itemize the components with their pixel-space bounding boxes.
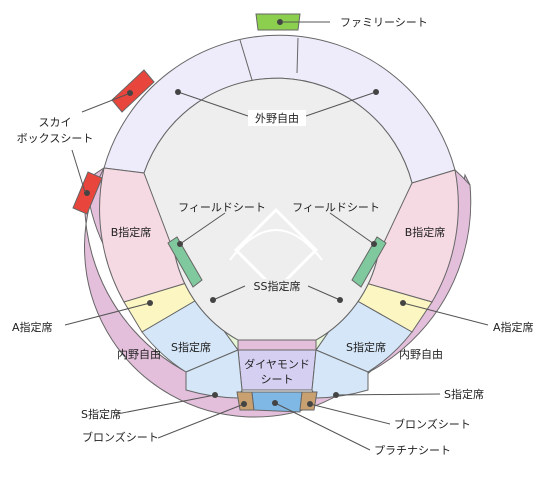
label-field-seat-left: フィールドシート — [178, 201, 266, 214]
label-a-reserved-right: A指定席 — [493, 320, 534, 334]
label-diamond-line1: ダイヤモンド — [244, 357, 310, 371]
label-infield-free-right: 内野自由 — [399, 347, 443, 361]
label-sky-box-line2: ボックスシート — [17, 132, 94, 145]
label-family-seat: ファミリーシート — [340, 16, 428, 29]
label-s-reserved-left-outer: S指定席 — [81, 407, 121, 421]
label-b-reserved-right: B指定席 — [405, 225, 446, 239]
bronze-seat-right[interactable] — [299, 391, 318, 411]
label-diamond-line2: シート — [261, 373, 294, 386]
label-infield-free-left: 内野自由 — [117, 347, 161, 361]
bronze-seat-left[interactable] — [236, 391, 255, 411]
label-bronze-left: ブロンズシート — [82, 430, 159, 444]
sky-box-upper[interactable] — [111, 69, 155, 113]
label-platinum: プラチナシート — [374, 444, 451, 457]
label-s-reserved-outer: S指定席 — [444, 387, 484, 401]
label-bronze-right: ブロンズシート — [394, 417, 471, 431]
label-a-reserved-left: A指定席 — [12, 320, 53, 334]
label-s-reserved-left-inner: S指定席 — [171, 340, 211, 354]
label-outfield-free: 外野自由 — [255, 111, 299, 125]
label-ss-reserved: SS指定席 — [254, 279, 301, 293]
label-b-reserved-left: B指定席 — [111, 225, 152, 239]
s-reserved-right-outer[interactable] — [311, 349, 369, 399]
label-s-reserved-right-inner: S指定席 — [346, 340, 386, 354]
s-reserved-left-outer[interactable] — [185, 349, 243, 399]
field-seat-right[interactable] — [351, 236, 387, 288]
label-field-seat-right: フィールドシート — [292, 201, 380, 214]
field-seat-left[interactable] — [167, 236, 203, 288]
label-sky-box-line1: スカイ — [39, 116, 72, 129]
field — [143, 77, 413, 341]
